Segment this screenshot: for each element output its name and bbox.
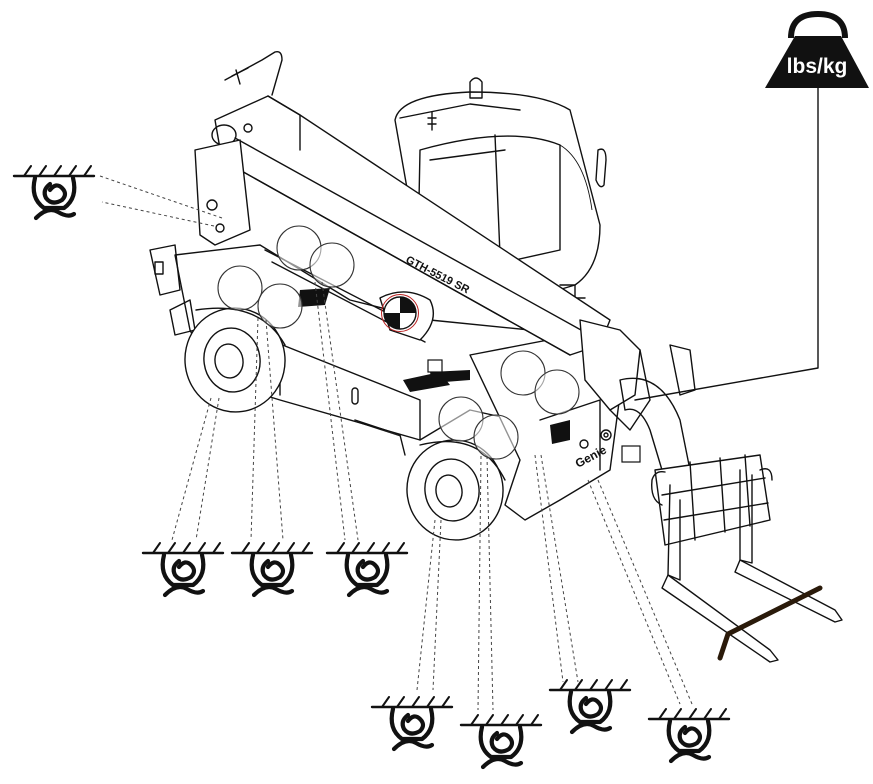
tie-down-anchor-icon <box>232 543 312 595</box>
tie-down-anchor-icon <box>550 680 630 732</box>
center-of-gravity-symbol <box>382 295 419 332</box>
tie-down-lug <box>535 370 579 414</box>
tie-down-anchors <box>14 166 729 767</box>
tie-down-anchor-icon <box>372 697 452 749</box>
tie-down-anchor-icon <box>461 715 541 767</box>
weight-symbol: lbs/kg <box>635 14 869 400</box>
tie-down-anchor-icon <box>143 543 223 595</box>
tie-down-lug <box>258 284 302 328</box>
tie-down-anchor-icon <box>327 543 407 595</box>
tie-down-lug <box>218 266 262 310</box>
tie-down-anchor-icon <box>14 166 94 218</box>
tie-down-lug <box>310 243 354 287</box>
fork-carriage <box>652 455 842 662</box>
tie-down-lug <box>474 415 518 459</box>
tie-down-anchor-icon <box>649 709 729 761</box>
weight-label: lbs/kg <box>787 55 848 78</box>
